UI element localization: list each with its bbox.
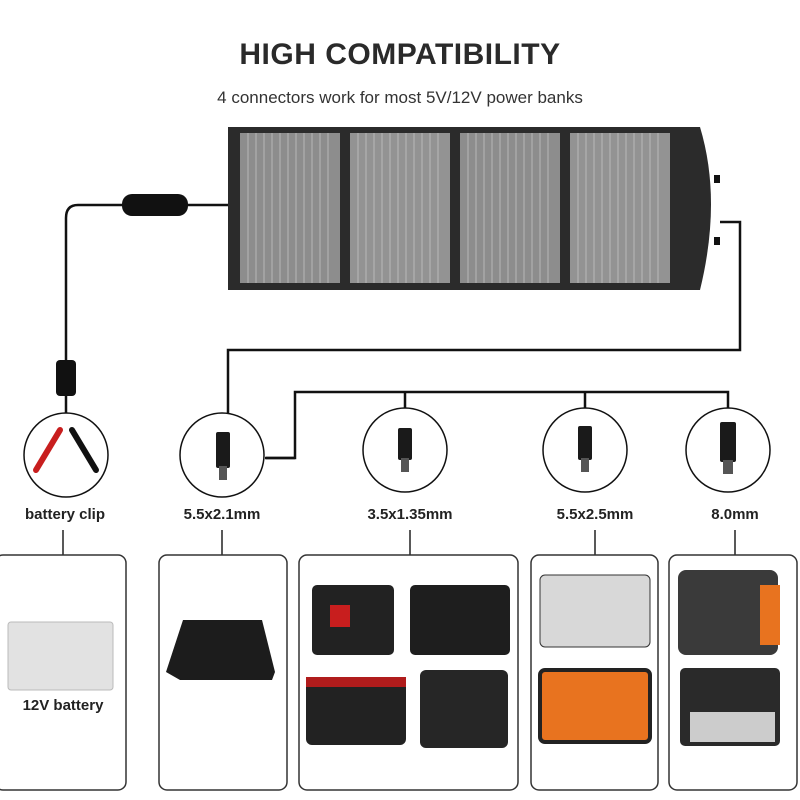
solar-panel xyxy=(228,127,720,290)
plug-icon xyxy=(578,426,592,460)
battery-clip-circle xyxy=(23,412,109,498)
device-box-battery xyxy=(0,554,127,791)
connector-label-battery-clip: battery clip xyxy=(24,506,106,523)
device-caption-12v-battery: 12V battery xyxy=(22,697,104,714)
device-box-3.5x1.35 xyxy=(298,554,519,791)
connector-label-5.5x2.1: 5.5x2.1mm xyxy=(183,506,261,523)
battery-clip-icon xyxy=(33,427,99,473)
plug-icon xyxy=(398,428,412,460)
plug-icon xyxy=(720,422,736,462)
device-box-5.5x2.1 xyxy=(158,554,288,791)
page-title: HIGH COMPATIBILITY xyxy=(239,38,561,71)
sae-connector xyxy=(56,360,76,396)
connector-label-3.5x1.35: 3.5x1.35mm xyxy=(367,506,453,523)
plug-icon xyxy=(216,432,230,468)
page-subtitle: 4 connectors work for most 5V/12V power … xyxy=(217,88,583,107)
device-box-8.0 xyxy=(668,554,798,791)
power-station-images xyxy=(306,570,780,748)
connector-label-8.0: 8.0mm xyxy=(711,506,759,523)
device-box-5.5x2.5 xyxy=(530,554,659,791)
power-bank-image xyxy=(166,620,275,680)
battery-image xyxy=(7,621,114,691)
controller-box xyxy=(122,194,188,216)
connector-label-5.5x2.5: 5.5x2.5mm xyxy=(556,506,634,523)
